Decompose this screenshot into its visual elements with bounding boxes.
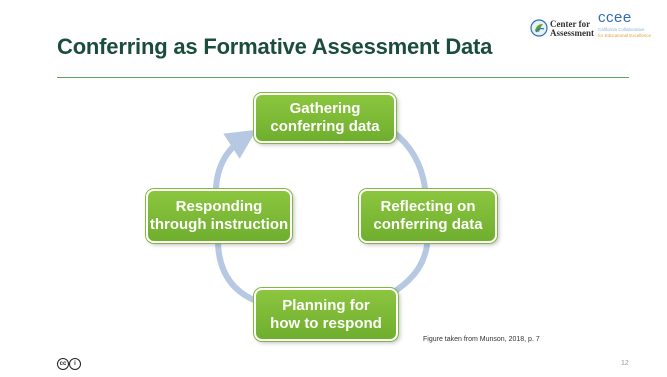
- center-for-assessment-line-2: Assessment: [550, 28, 594, 38]
- attribution-icon: i: [69, 358, 81, 370]
- cycle-node-gathering-line-1: Gathering: [289, 100, 361, 117]
- cycle-node-responding: Responding through instruction: [146, 189, 292, 243]
- cycle-node-planning-line-2: how to respond: [270, 314, 382, 332]
- cycle-arrow-responding-to-gathering: [213, 129, 257, 191]
- creative-commons-license: cc i: [57, 358, 81, 370]
- cycle-node-planning: Planning for how to respond: [254, 288, 398, 341]
- cycle-arrow-planning-to-responding: [215, 241, 257, 303]
- cycle-arrow-gathering-to-reflecting: [389, 128, 428, 191]
- cycle-node-gathering: Gathering conferring data: [254, 93, 396, 143]
- ccee-acronym: ccee: [598, 9, 632, 26]
- cc-icon: cc: [57, 358, 69, 370]
- center-for-assessment-mark-icon: [530, 19, 548, 37]
- ccee-logo: ccee California Collaborative for Educat…: [598, 10, 660, 44]
- ccee-line-2: for Educational Excellence: [598, 33, 652, 38]
- center-for-assessment-logo: Center for Assessment: [530, 17, 594, 41]
- cycle-node-gathering-line-2: conferring data: [270, 118, 380, 135]
- title-underline: [57, 77, 629, 78]
- cycle-node-reflecting-line-1: Reflecting on: [380, 198, 476, 215]
- figure-caption: Figure taken from Munson, 2018, p. 7: [423, 336, 540, 343]
- cycle-node-responding-line-2: through instruction: [149, 216, 289, 233]
- page-number: 12: [621, 360, 629, 367]
- slide-title: Conferring as Formative Assessment Data: [57, 34, 493, 59]
- cycle-node-planning-line-1: Planning for: [282, 296, 370, 314]
- ccee-line-1: California Collaborative: [598, 27, 645, 32]
- center-for-assessment-line-1: Center for: [550, 19, 591, 29]
- cycle-node-responding-line-1: Responding: [175, 198, 263, 215]
- cycle-arrow-reflecting-to-planning: [389, 242, 430, 296]
- cycle-node-reflecting-line-2: conferring data: [373, 216, 483, 233]
- cycle-node-reflecting: Reflecting on conferring data: [359, 189, 497, 243]
